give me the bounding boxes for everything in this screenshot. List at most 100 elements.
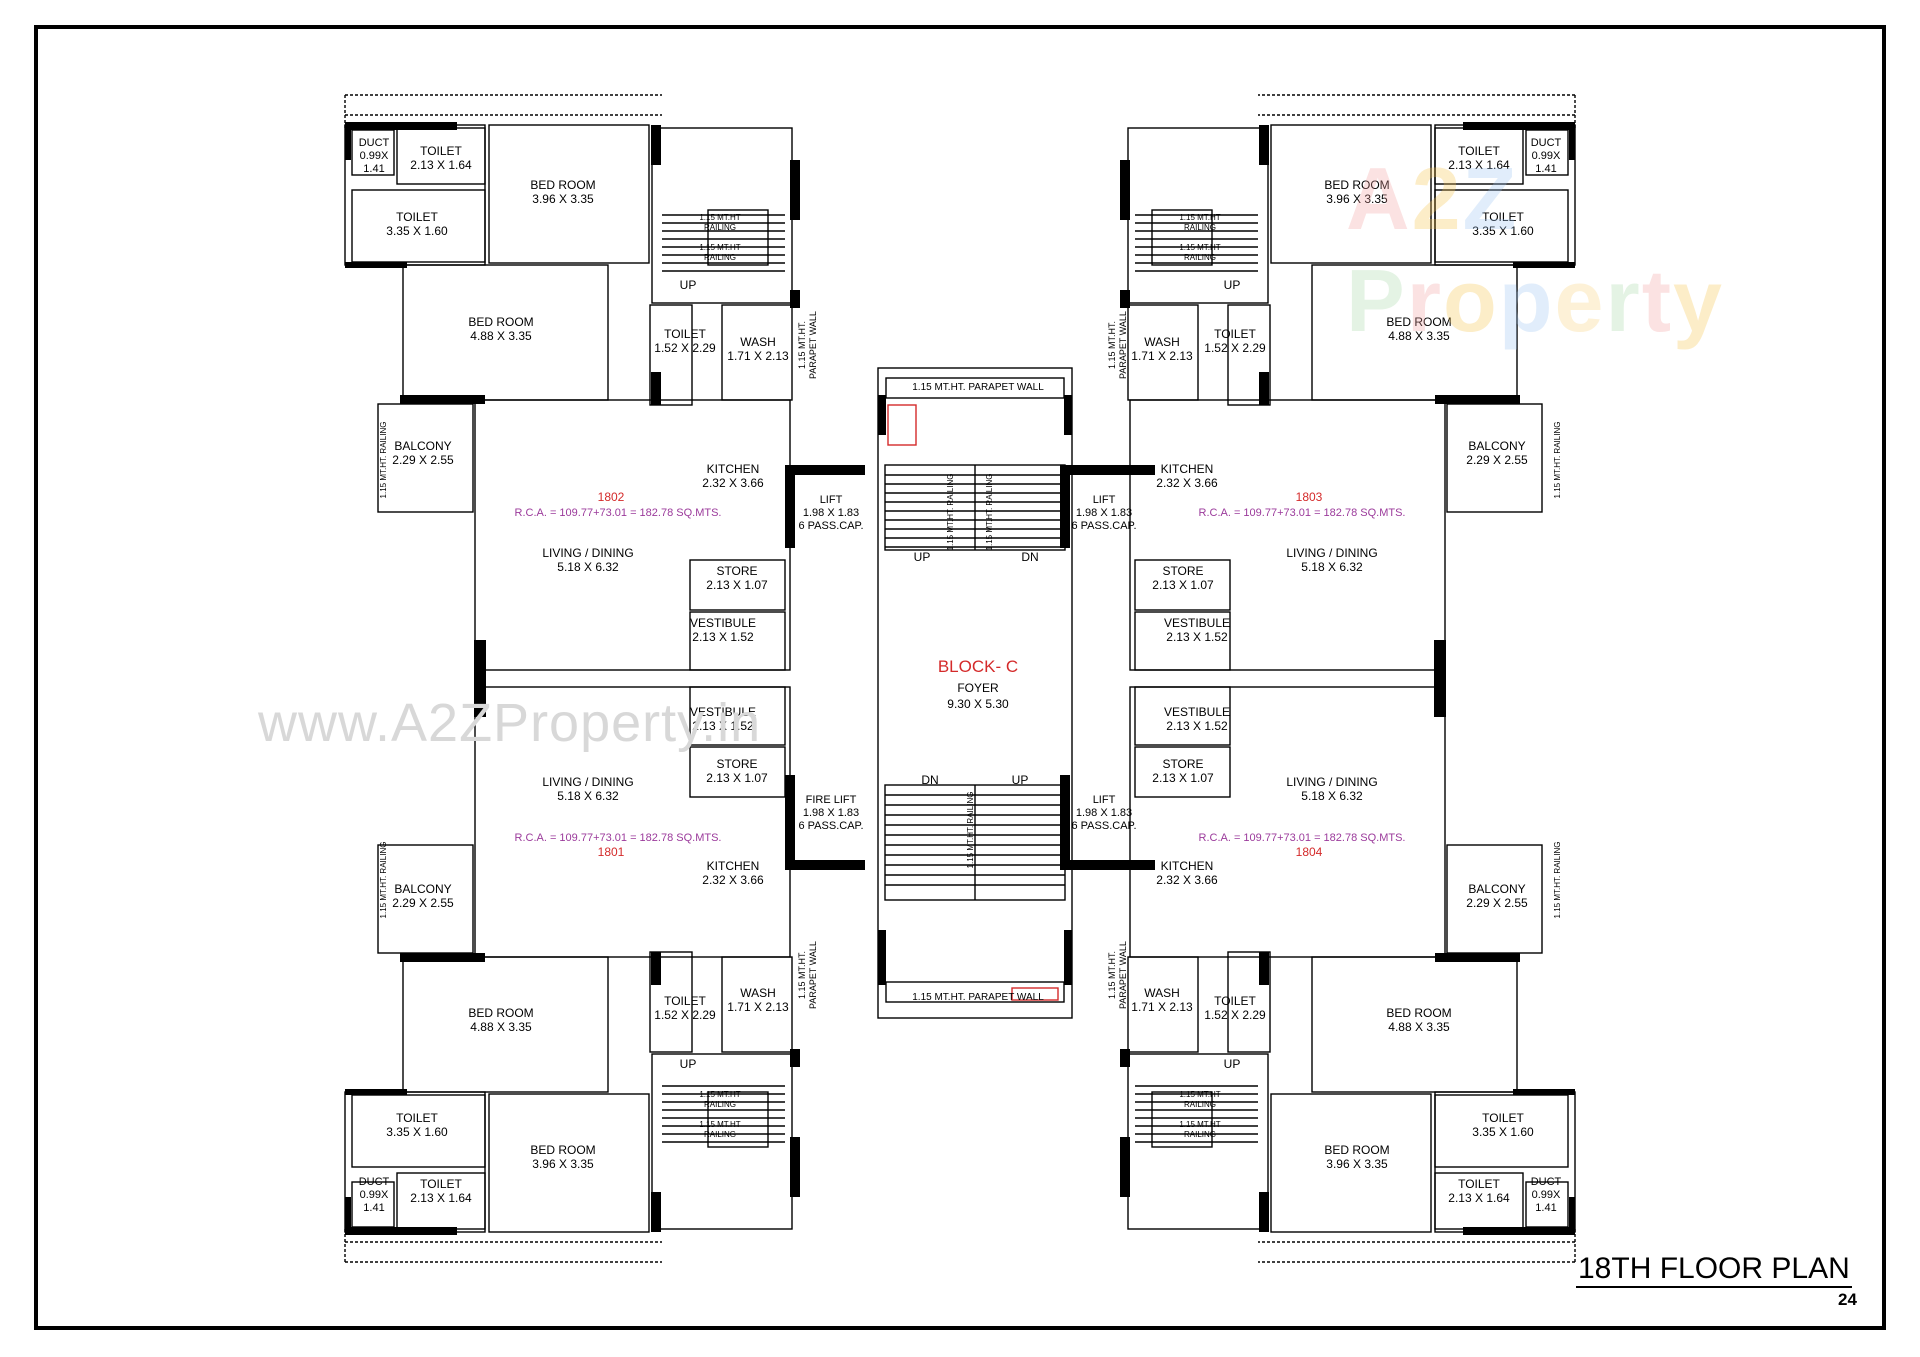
- svg-text:6 PASS.CAP.: 6 PASS.CAP.: [798, 520, 863, 532]
- svg-text:1.15 MT.HT: 1.15 MT.HT: [1179, 243, 1220, 252]
- svg-text:3.35 X 1.60: 3.35 X 1.60: [386, 224, 448, 238]
- unit-1804-wall-3: [1435, 953, 1520, 962]
- svg-text:2.29 X 2.55: 2.29 X 2.55: [392, 453, 454, 467]
- svg-text:STORE: STORE: [716, 564, 757, 578]
- svg-text:2.13 X 1.52: 2.13 X 1.52: [1166, 719, 1228, 733]
- unit-1803-living: [1129, 399, 1446, 671]
- svg-text:WASH: WASH: [1144, 986, 1180, 1000]
- svg-text:1.52 X 2.29: 1.52 X 2.29: [1204, 341, 1266, 355]
- lift-wall-tl-2: [785, 465, 865, 475]
- svg-text:1.15 MT.HT. RAILING: 1.15 MT.HT. RAILING: [379, 422, 388, 499]
- svg-text:DUCT: DUCT: [359, 1176, 390, 1188]
- svg-text:DUCT: DUCT: [1531, 137, 1562, 149]
- core-parapet-bottom-box: [885, 981, 1065, 1003]
- watermark-brand-letter: 2: [1411, 149, 1463, 248]
- svg-text:BED ROOM: BED ROOM: [468, 315, 533, 329]
- svg-text:RAILING: RAILING: [704, 253, 736, 262]
- unit-1804-toilet-c: [1227, 951, 1271, 1053]
- svg-text:RAILING: RAILING: [1184, 1130, 1216, 1139]
- svg-text:2.13 X 1.52: 2.13 X 1.52: [1166, 630, 1228, 644]
- svg-text:KITCHEN: KITCHEN: [707, 462, 760, 476]
- railing-v-bl: 1.15 MT.HT. RAILING: [379, 842, 388, 919]
- unit-1802-wall-1: [345, 122, 457, 130]
- svg-text:3.96 X 3.35: 3.96 X 3.35: [1326, 1157, 1388, 1171]
- unit-1801-wall-7: [790, 1049, 800, 1067]
- svg-text:LIVING / DINING: LIVING / DINING: [542, 546, 633, 560]
- unit-1801-wall-4: [651, 1192, 661, 1232]
- svg-text:TOILET: TOILET: [396, 210, 438, 224]
- svg-text:UP: UP: [680, 1057, 697, 1071]
- svg-text:TOILET: TOILET: [1458, 1177, 1500, 1191]
- svg-text:2.13 X 1.64: 2.13 X 1.64: [410, 158, 472, 172]
- svg-text:BED ROOM: BED ROOM: [1386, 315, 1451, 329]
- unit-1803-wall-3: [1435, 395, 1520, 404]
- svg-text:1.41: 1.41: [363, 1202, 384, 1214]
- unit-1801-wall-9: [345, 1197, 351, 1227]
- unit-1804-railing-box: [1151, 1091, 1213, 1148]
- svg-text:LIFT: LIFT: [820, 494, 843, 506]
- svg-text:1.15 MT.HT. RAILING: 1.15 MT.HT. RAILING: [1553, 842, 1562, 919]
- svg-text:TOILET: TOILET: [420, 144, 462, 158]
- unit-1804-wall-9: [1569, 1197, 1575, 1227]
- svg-text:1.15 MT.HT. RAILING: 1.15 MT.HT. RAILING: [966, 792, 975, 869]
- unit-1802-store: [689, 559, 786, 611]
- lift-wall-bl-2: [785, 860, 865, 870]
- unit-1804-stair-up-label: UP: [1224, 1057, 1241, 1071]
- page-number: 24: [1838, 1290, 1857, 1309]
- svg-text:KITCHEN: KITCHEN: [1161, 859, 1214, 873]
- svg-text:1.15 MT.HT. RAILING: 1.15 MT.HT. RAILING: [379, 842, 388, 919]
- unit-1804-bedroom-a: [1270, 1093, 1432, 1233]
- unit-1803-rca-label: R.C.A. = 109.77+73.01 = 182.78 SQ.MTS.: [1199, 507, 1406, 519]
- unit-1804-unit-number: 1804: [1296, 845, 1323, 859]
- unit-1803-stair-up-label: UP: [1224, 278, 1241, 292]
- svg-text:STORE: STORE: [1162, 757, 1203, 771]
- svg-text:BALCONY: BALCONY: [1468, 882, 1525, 896]
- unit-1803-vestibule: [1134, 611, 1231, 671]
- svg-text:1.15 MT.HT. RAILING: 1.15 MT.HT. RAILING: [946, 474, 955, 551]
- unit-1802-wall-9: [345, 130, 351, 160]
- svg-text:1.98 X 1.83: 1.98 X 1.83: [803, 507, 859, 519]
- unit-1804-wash: [1127, 956, 1199, 1053]
- svg-text:PARAPET WALL: PARAPET WALL: [1118, 941, 1128, 1009]
- svg-text:1.71 X 2.13: 1.71 X 2.13: [727, 1000, 789, 1014]
- svg-text:2.32 X 3.66: 2.32 X 3.66: [702, 476, 764, 490]
- unit-1803-store: [1134, 559, 1231, 611]
- svg-text:4.88 X 3.35: 4.88 X 3.35: [1388, 1020, 1450, 1034]
- unit-1802-wall-3: [400, 395, 485, 404]
- svg-text:1.15 MT.HT.: 1.15 MT.HT.: [1107, 321, 1117, 369]
- unit-1802-rca-label: R.C.A. = 109.77+73.01 = 182.78 SQ.MTS.: [515, 507, 722, 519]
- svg-text:1.15 MT.HT: 1.15 MT.HT: [699, 1090, 740, 1099]
- unit-1802-wall-5: [790, 160, 800, 220]
- core-parapet-bottom: 1.15 MT.HT. PARAPET WALL: [912, 992, 1044, 1003]
- svg-text:1.52 X 2.29: 1.52 X 2.29: [654, 341, 716, 355]
- watermark-brand: A2Z Property: [1346, 148, 1920, 352]
- lift-wall-tl: [785, 468, 795, 548]
- svg-text:1.41: 1.41: [1535, 163, 1556, 175]
- svg-text:2.32 X 3.66: 2.32 X 3.66: [1156, 476, 1218, 490]
- svg-text:2.29 X 2.55: 2.29 X 2.55: [1466, 453, 1528, 467]
- svg-text:3.96 X 3.35: 3.96 X 3.35: [1326, 192, 1388, 206]
- svg-text:1.41: 1.41: [363, 163, 384, 175]
- svg-text:1.71 X 2.13: 1.71 X 2.13: [1131, 1000, 1193, 1014]
- svg-text:2.32 X 3.66: 2.32 X 3.66: [702, 873, 764, 887]
- svg-text:6 PASS.CAP.: 6 PASS.CAP.: [798, 820, 863, 832]
- svg-text:LIVING / DINING: LIVING / DINING: [1286, 775, 1377, 789]
- svg-text:UP: UP: [1224, 1057, 1241, 1071]
- svg-text:1.15 MT.HT: 1.15 MT.HT: [699, 1120, 740, 1129]
- watermark-brand-letter: e: [1554, 251, 1606, 350]
